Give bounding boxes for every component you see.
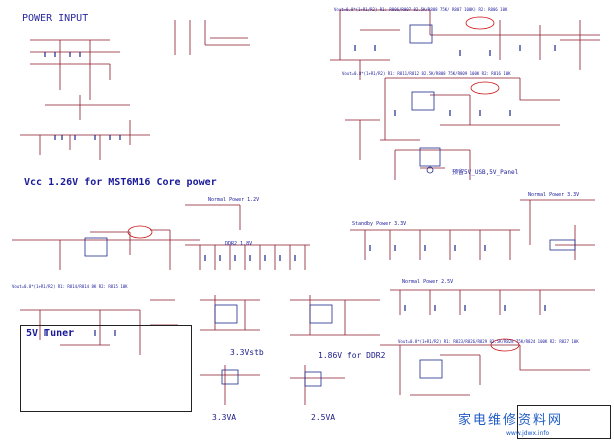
va-25-title: 2.5VA: [311, 413, 336, 422]
formula-mid-left: Vout=0.8*(1+R1/R2) R1: R814/R814 8K R2: …: [12, 284, 128, 289]
net-normal-power-25: Normal Power 2.5V: [402, 279, 454, 285]
watermark-url: www.jdwx.info: [506, 430, 550, 437]
net-ddr-18: DDR2 1.8V: [225, 241, 253, 247]
watermark-logo: 家电维修资料网 www.jdwx.info: [456, 414, 606, 440]
usb-panel-note: 预留5V_USB,5V_Panel: [452, 169, 519, 176]
formula-top2: Vout=0.8*(1+R1/R2) R1: R811/R812 82.5K/R…: [342, 71, 511, 76]
ddr2-186-title: 1.86V for DDR2: [318, 351, 386, 360]
formula-bottom: Vout=0.8*(1+R1/R2) R1: R823/R826/R829 82…: [398, 339, 579, 344]
net-standby-power-33: Standby Power 3.3V: [352, 221, 407, 227]
net-normal-power-33: Normal Power 3.3V: [528, 192, 580, 198]
va-33-title: 3.3VA: [212, 413, 237, 422]
tuner-5v-title: 5V Tuner: [26, 328, 75, 339]
title-block: [517, 405, 611, 439]
vstb-33-title: 3.3Vstb: [230, 348, 264, 357]
formula-top1: Vout=0.8*(1+R1/R2) R1: R806/R807 82.5K/R…: [334, 7, 508, 12]
vcc-core-title: Vcc 1.26V for MST6M16 Core power: [24, 177, 217, 188]
tuner-frame: [20, 325, 192, 412]
net-normal-power-12: Normal Power 1.2V: [208, 197, 260, 203]
power-input-title: POWER INPUT: [22, 13, 89, 24]
watermark-text: 家电维修资料网: [458, 413, 564, 428]
